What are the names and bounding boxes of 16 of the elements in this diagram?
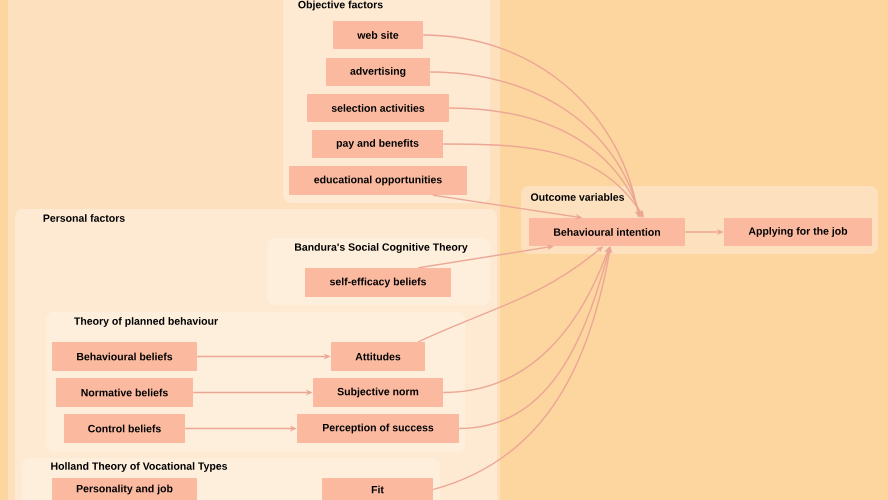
factor-box: Behavioural beliefs — [52, 342, 197, 371]
factor-box: selection activities — [307, 94, 449, 122]
factor-box: Applying for the job — [724, 218, 872, 246]
factor-box: Subjective norm — [313, 378, 443, 407]
factor-box: Normative beliefs — [56, 378, 193, 407]
factor-box: Perception of success — [297, 414, 459, 443]
factor-box: self-efficacy beliefs — [305, 268, 451, 297]
factor-box: Personality and job — [52, 478, 197, 500]
factor-box: advertising — [326, 58, 430, 86]
factor-box: educational opportunities — [289, 166, 467, 195]
factor-box: Attitudes — [331, 342, 425, 371]
factor-box: web site — [333, 21, 423, 49]
factor-box: pay and benefits — [312, 130, 443, 158]
factor-box: Fit — [322, 478, 433, 500]
factor-box: Control beliefs — [64, 414, 185, 443]
factor-box: Behavioural intention — [529, 218, 685, 246]
